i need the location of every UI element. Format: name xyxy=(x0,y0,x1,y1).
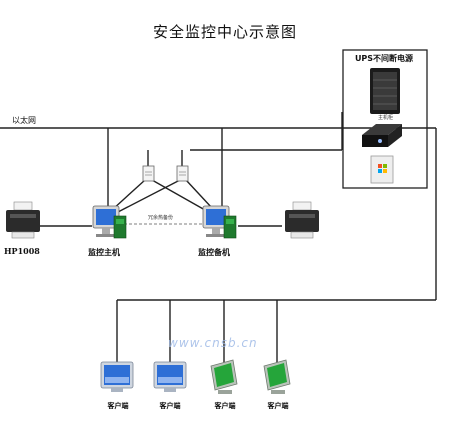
client-monitor-2-icon xyxy=(153,361,187,392)
client-monitor-3-icon xyxy=(210,359,238,394)
client-monitor-1-icon xyxy=(100,361,134,392)
windows-box-icon xyxy=(370,155,394,184)
client-label-1: 客户端 xyxy=(107,401,129,410)
client-label-2: 客户端 xyxy=(159,401,181,410)
switch-2-to-main xyxy=(117,179,181,213)
backup-host-label: 监控备机 xyxy=(198,247,230,257)
client-label-4: 客户端 xyxy=(267,401,289,410)
watermark-text: www.cnsb.cn xyxy=(168,336,258,350)
host-small-label: 主机柜 xyxy=(378,115,394,121)
switch-icon-1 xyxy=(142,165,155,182)
printer-left-icon xyxy=(6,201,40,239)
server-icon xyxy=(362,124,402,147)
connection-lines xyxy=(0,112,437,370)
switch-1-to-backup xyxy=(151,179,206,211)
page-title: 安全监控中心示意图 xyxy=(152,23,297,41)
backup-host-icon xyxy=(202,205,237,239)
ups-box xyxy=(342,49,428,189)
printer-right-icon xyxy=(285,201,319,239)
switch-2-to-backup xyxy=(185,179,213,209)
client-monitor-4-icon xyxy=(263,359,291,394)
client-label-3: 客户端 xyxy=(214,401,236,410)
printer-left-label: HP1008 xyxy=(4,246,40,256)
switch-icon-2 xyxy=(176,165,189,182)
ups-label: UPS不间断电源 xyxy=(354,54,414,63)
ups-rack-icon xyxy=(370,68,400,114)
main-host-label: 监控主机 xyxy=(88,247,120,257)
ethernet-label: 以太网 xyxy=(12,116,36,125)
main-host-icon xyxy=(92,205,127,239)
switch-1-to-main xyxy=(111,179,146,211)
redundant-link-label: 冗余热备份 xyxy=(148,215,174,221)
